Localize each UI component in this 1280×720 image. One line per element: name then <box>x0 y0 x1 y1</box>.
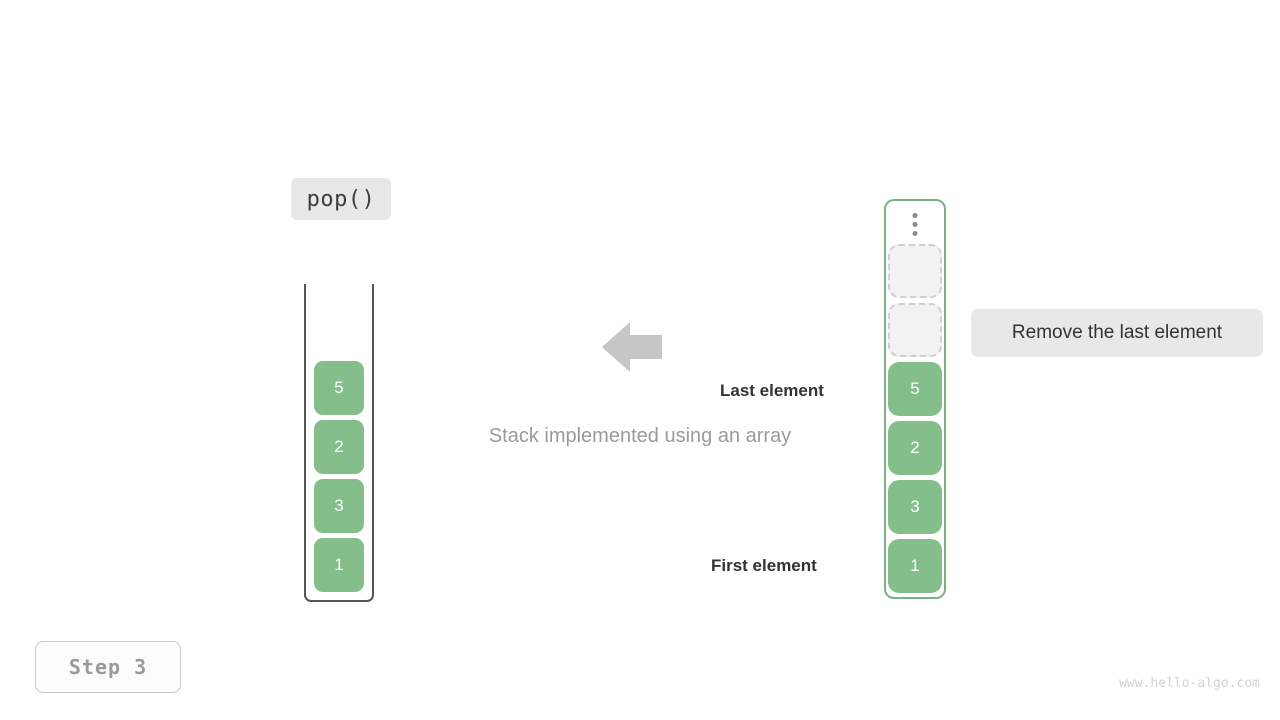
array-container: 5 2 3 1 <box>884 199 946 599</box>
array-empty-slot <box>888 303 942 357</box>
stack-cell: 1 <box>314 538 364 592</box>
array-cell: 3 <box>888 480 942 534</box>
ellipsis-dot <box>912 231 918 236</box>
ellipsis-dot <box>912 213 918 218</box>
arrow-left-icon <box>602 320 662 374</box>
array-cell: 1 <box>888 539 942 593</box>
watermark: www.hello-algo.com <box>1119 676 1260 691</box>
stack-cells: 5 2 3 1 <box>306 361 372 592</box>
stack-container: 5 2 3 1 <box>304 284 374 602</box>
ellipsis-dot <box>912 222 918 227</box>
first-element-annotation: First element <box>711 556 817 575</box>
array-empty-slot <box>888 244 942 298</box>
stack-cell: 5 <box>314 361 364 415</box>
center-caption: Stack implemented using an array <box>488 425 792 447</box>
vertical-ellipsis-icon <box>912 213 918 236</box>
array-cell: 2 <box>888 421 942 475</box>
operation-label: pop() <box>291 178 391 220</box>
stack-cell: 3 <box>314 479 364 533</box>
array-cell: 5 <box>888 362 942 416</box>
last-element-annotation: Last element <box>720 381 824 400</box>
stack-cell: 2 <box>314 420 364 474</box>
step-badge: Step 3 <box>35 641 181 693</box>
side-note-label: Remove the last element <box>971 309 1263 357</box>
